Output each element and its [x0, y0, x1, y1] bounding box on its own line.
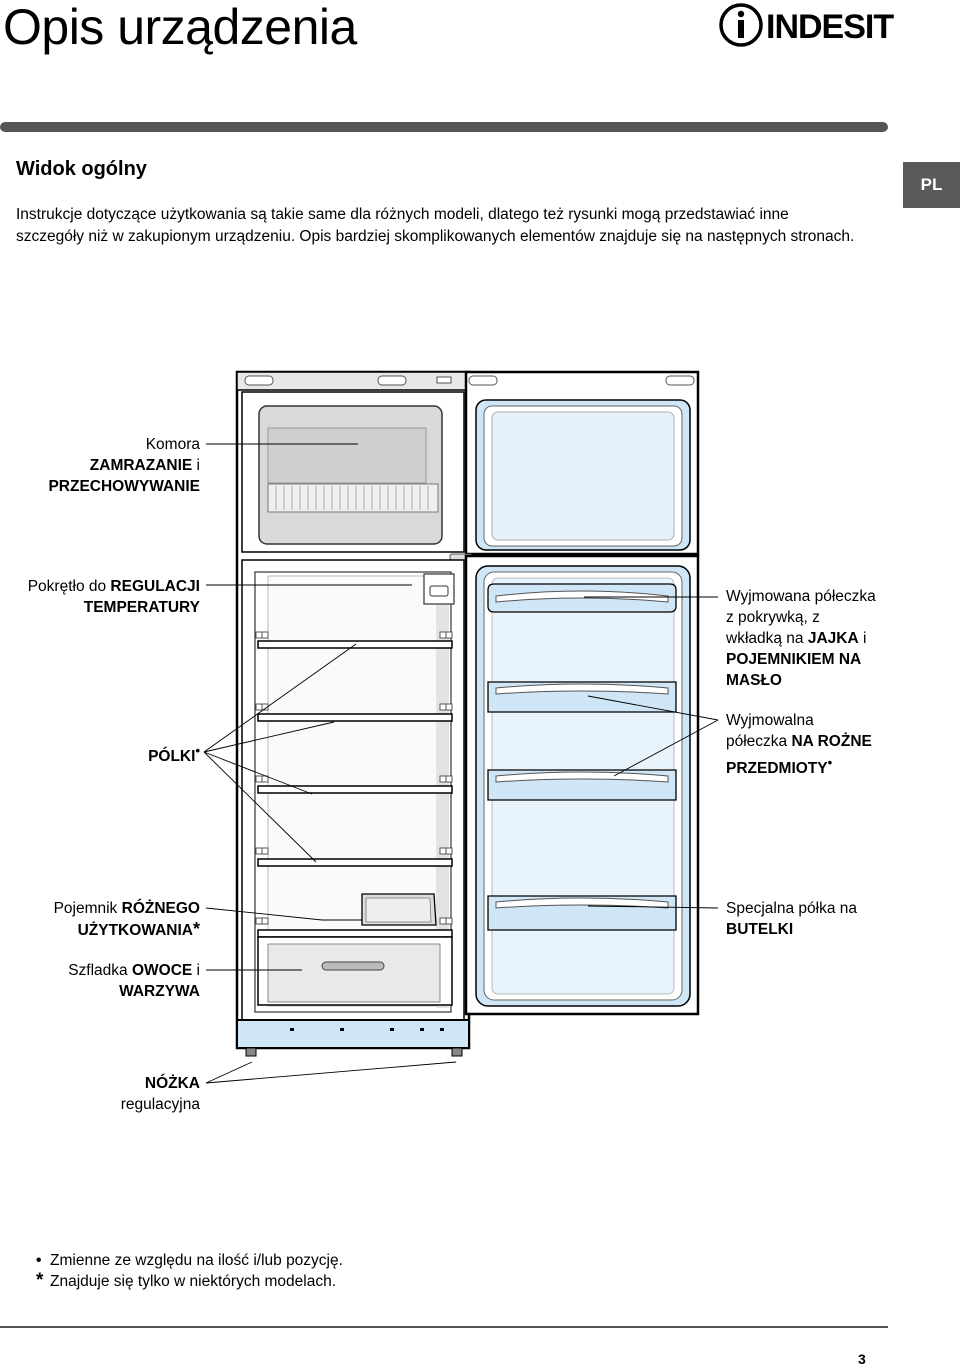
title-rule: [0, 122, 888, 132]
leader-shelf-1: [203, 643, 357, 753]
foot-right: [451, 1047, 463, 1057]
foot-left: [245, 1047, 257, 1057]
footnote-some-models: *Znajduje się tylko w niektórych modelac…: [36, 1270, 337, 1291]
top-strip: [236, 371, 470, 391]
leader-container: [205, 907, 362, 921]
bottom-rule: [0, 1326, 888, 1328]
fridge-door: [464, 554, 700, 1016]
freezer-compartment: [241, 391, 465, 553]
label-egg-shelf: Wyjmowana półeczka z pokrywką, z wkładką…: [726, 588, 876, 689]
brand-name: INDESIT: [766, 8, 894, 46]
label-misc-shelf: Wyjmowalna półeczka NA ROŻNE PRZEDMIOTY•: [726, 712, 872, 778]
freezer-grate: [267, 483, 439, 513]
freezer-inner: [258, 405, 443, 545]
egg-shelf: [487, 583, 677, 613]
label-shelves: PÓLKI•: [148, 743, 200, 766]
page-title: Opis urządzenia: [3, 0, 357, 55]
label-crisper: Szfladka OWOCE i WARZYWA: [68, 962, 200, 1000]
brand-logo: INDESIT: [718, 2, 894, 48]
shelf-3: [257, 785, 453, 794]
fridge-compartment: [241, 559, 465, 1021]
freezer-door: [464, 370, 700, 556]
section-heading: Widok ogólny: [16, 158, 147, 180]
label-container: Pojemnik RÓŻNEGO UŻYTKOWANIA*: [53, 900, 200, 939]
door-shelf-2: [487, 681, 677, 713]
indesit-logo-icon: [719, 3, 763, 47]
footnote-variable: •Zmienne ze względu na ilość i/lub pozyc…: [36, 1252, 343, 1269]
fridge-base: [236, 1019, 470, 1049]
language-tab: PL: [903, 162, 960, 208]
intro-paragraph: Instrukcje dotyczące użytkowania są taki…: [16, 206, 855, 245]
shelf-5: [257, 929, 453, 938]
fridge-cabinet: [235, 370, 471, 1050]
crisper-drawer: [257, 936, 453, 1006]
leader-door-shelf-2: [587, 695, 719, 721]
bottle-shelf: [487, 895, 677, 931]
label-thermostat: Pokrętło do REGULACJI TEMPERATURY: [27, 578, 200, 616]
misc-door-shelf: [487, 769, 677, 801]
label-bottle-shelf: Specjalna półka na BUTELKI: [726, 900, 857, 938]
page-number: 3: [858, 1351, 866, 1367]
footnotes: •Zmienne ze względu na ilość i/lub pozyc…: [36, 1251, 343, 1292]
leader-shelf-4: [203, 751, 317, 863]
label-foot: NÓŻKA regulacyjna: [120, 1075, 200, 1113]
leader-misc-shelf: [613, 719, 719, 777]
label-freezer: Komora ZAMRAZANIE i PRZECHOWYWANIE: [48, 436, 200, 495]
misc-container: [361, 893, 437, 926]
leader-foot-2: [205, 1061, 457, 1084]
shelf-1: [257, 640, 453, 649]
shelf-4: [257, 858, 453, 867]
leader-foot-1: [205, 1061, 253, 1084]
leader-shelf-3: [203, 751, 313, 795]
leader-bottle-shelf: [587, 905, 719, 909]
thermostat-knob: [423, 573, 455, 605]
shelf-2: [257, 713, 453, 722]
leader-shelf-2: [203, 721, 335, 753]
